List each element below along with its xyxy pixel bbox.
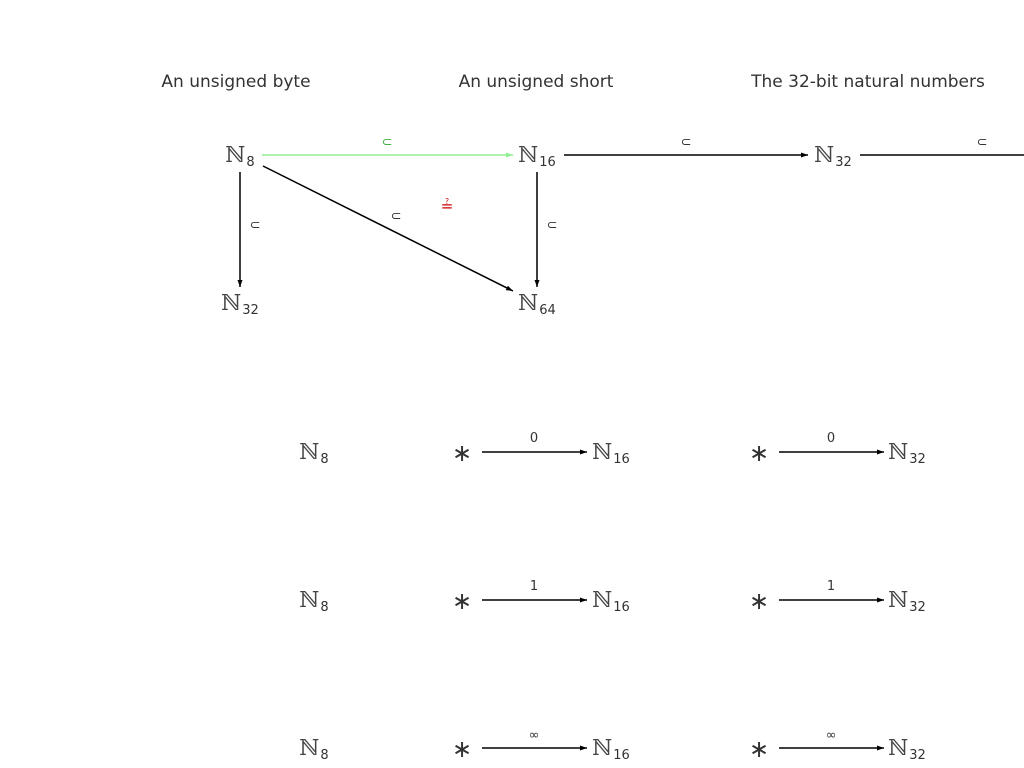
- row0-star-2: ∗: [748, 439, 770, 467]
- commute-question: ≟: [441, 197, 454, 215]
- row0-star-1: ∗: [451, 439, 473, 467]
- label-row0-star-to-n32: 0: [827, 431, 835, 446]
- label-n32-to-next: ⊂: [977, 135, 988, 150]
- label-row2-star-to-n16: ∞: [529, 728, 540, 743]
- arrow-n8-to-n64: [262, 165, 514, 292]
- label-n16-to-n32: ⊂: [681, 135, 692, 150]
- row0-node-n16: ℕ16: [592, 440, 630, 467]
- row0-node-n8: ℕ8: [299, 440, 329, 467]
- row1-node-n8: ℕ8: [299, 588, 329, 615]
- heading-unsigned-short: An unsigned short: [458, 72, 614, 92]
- heading-unsigned-byte: An unsigned byte: [161, 72, 311, 92]
- label-row0-star-to-n16: 0: [530, 431, 538, 446]
- node-n32-left: ℕ32: [221, 291, 259, 318]
- row0-node-n32: ℕ32: [888, 440, 926, 467]
- label-n8-to-n32: ⊂: [250, 218, 261, 233]
- label-n8-to-n64: ⊂: [391, 209, 402, 224]
- row1-star-1: ∗: [451, 587, 473, 615]
- row2-node-n8: ℕ8: [299, 736, 329, 763]
- node-n32-top: ℕ32: [814, 143, 852, 170]
- row2-star-2: ∗: [748, 735, 770, 763]
- row2-node-n32: ℕ32: [888, 736, 926, 763]
- label-row1-star-to-n32: 1: [827, 579, 835, 594]
- label-n8-to-n16: ⊂: [382, 135, 393, 150]
- node-n64: ℕ64: [518, 291, 556, 318]
- label-row1-star-to-n16: 1: [530, 579, 538, 594]
- row1-star-2: ∗: [748, 587, 770, 615]
- row1-node-n16: ℕ16: [592, 588, 630, 615]
- row1-node-n32: ℕ32: [888, 588, 926, 615]
- heading-32bit-naturals: The 32-bit natural numbers: [751, 72, 985, 92]
- node-n8: ℕ8: [225, 143, 255, 170]
- row2-star-1: ∗: [451, 735, 473, 763]
- label-n16-to-n64: ⊂: [547, 218, 558, 233]
- label-row2-star-to-n32: ∞: [826, 728, 837, 743]
- row2-node-n16: ℕ16: [592, 736, 630, 763]
- node-n16: ℕ16: [518, 143, 556, 170]
